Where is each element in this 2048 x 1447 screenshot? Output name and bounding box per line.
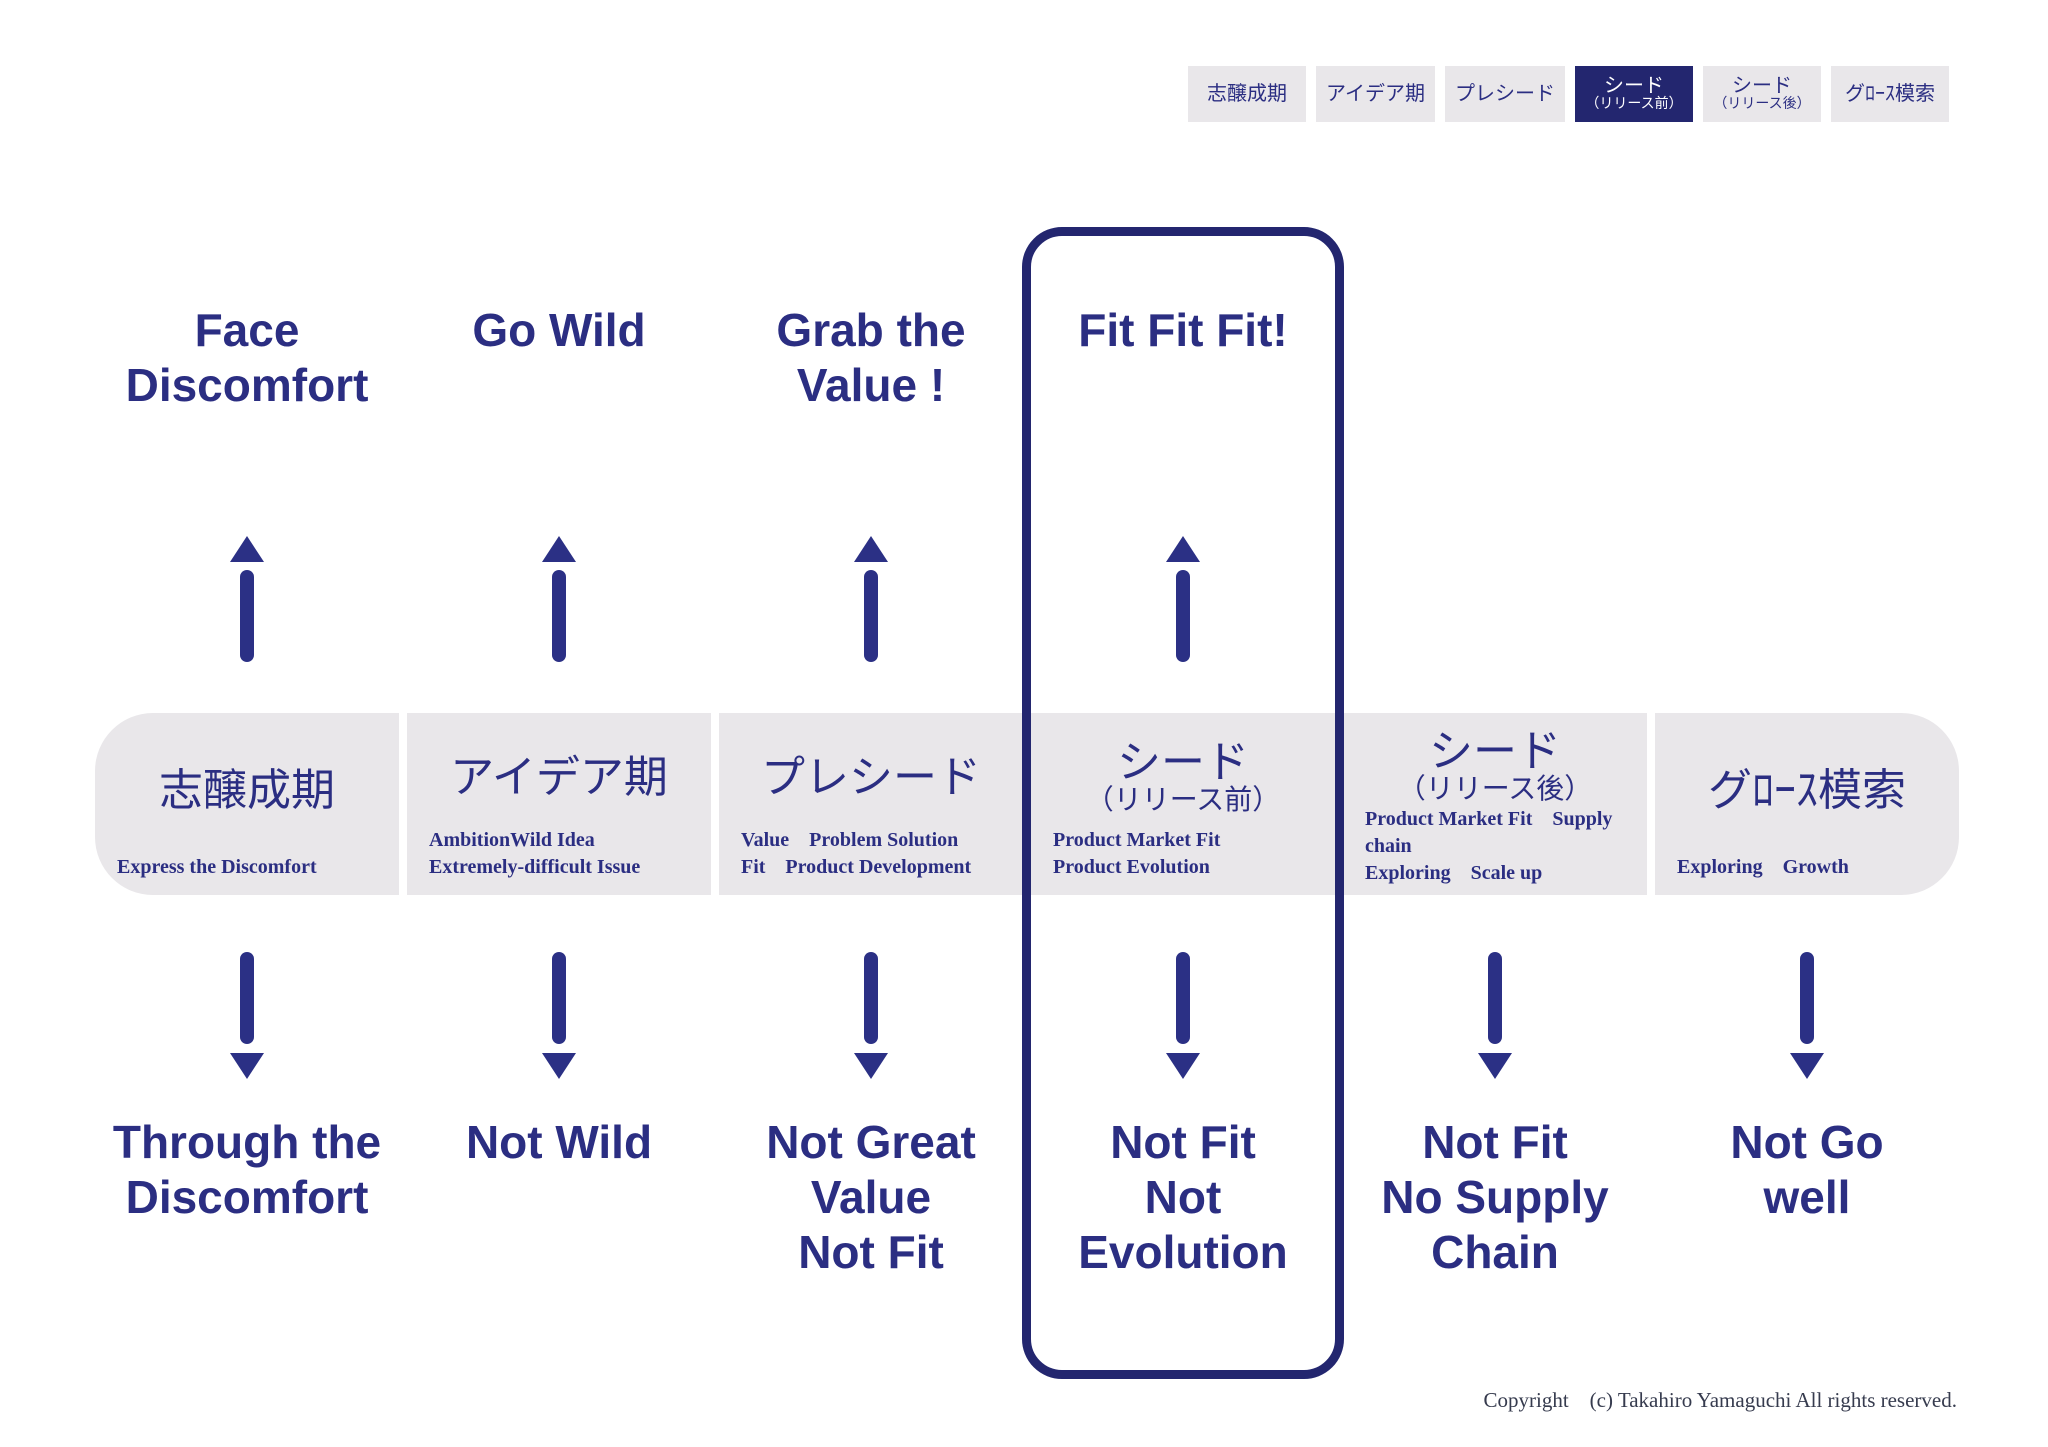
success-label: Face Discomfort [125,304,369,412]
stage-column-idea: Go Wild アイデア期 AmbitionWild Idea Extremel… [407,0,711,1447]
tab-sublabel: （リリース前） [1585,97,1683,113]
copyright-text: Copyright (c) Takahiro Yamaguchi All rig… [1483,1388,1957,1412]
failure-label: Through the Discomfort [112,1116,382,1224]
stage-keywords: Product Market Fit Supply chain Explorin… [1365,807,1613,884]
tab-seed-pre-release[interactable]: シード （リリース前） [1575,66,1693,122]
stage-title: シード [1117,737,1249,787]
stage-keywords: Exploring Growth [1677,856,1849,878]
tab-sublabel: （リリース後） [1713,97,1811,113]
stage-card: プレシード Value Problem Solution Fit Product… [719,713,1023,895]
stage-column-shijouseiki: Face Discomfort 志醸成期 Express the Discomf… [95,0,399,1447]
up-arrow-icon [854,536,888,662]
down-arrow-icon [542,952,576,1079]
tab-label: アイデア期 [1326,82,1425,105]
stage-title: シード [1429,727,1561,776]
stage-title: グﾛｰｽ模索 [1708,766,1906,816]
stage-title: アイデア期 [450,752,668,802]
tab-preseed[interactable]: プレシード [1445,66,1565,122]
tab-label: 志醸成期 [1207,82,1287,105]
tab-label: シード [1604,74,1664,97]
stage-column-preseed: Grab the Value ! プレシード Value Problem Sol… [719,0,1023,1447]
tab-seed-post-release[interactable]: シード （リリース後） [1703,66,1821,122]
down-arrow-icon [230,952,264,1079]
success-label: Go Wild [472,304,646,356]
tab-label: プレシード [1455,82,1555,105]
failure-label: Not Fit Not Evolution [1078,1116,1288,1279]
failure-label: Not Fit No Supply Chain [1381,1116,1609,1279]
up-arrow-icon [1166,536,1200,662]
stage-keywords: Product Market Fit Product Evolution [1053,829,1221,878]
stage-card: 志醸成期 Express the Discomfort [95,713,399,895]
tab-label: シード [1732,74,1792,97]
stage-keywords: Express the Discomfort [117,856,317,878]
success-label: Grab the Value ! [776,304,966,412]
tab-growth[interactable]: グﾛｰｽ模索 [1831,66,1949,122]
stage-card: シード （リリース前） Product Market Fit Product E… [1031,713,1335,895]
tab-idea[interactable]: アイデア期 [1316,66,1435,122]
failure-label: Not Great Value Not Fit [766,1116,976,1279]
stage-title-note: （リリース前） [1085,784,1281,816]
stage-title: 志醸成期 [159,766,335,816]
stage-title: プレシード [761,752,981,802]
up-arrow-icon [542,536,576,662]
down-arrow-icon [1790,952,1824,1079]
stage-column-seed-pre-release: Fit Fit Fit! シード （リリース前） Product Market … [1031,0,1335,1447]
success-label: Fit Fit Fit! [1078,304,1288,356]
tab-label: グﾛｰｽ模索 [1845,82,1935,105]
stage-title-note: （リリース後） [1397,774,1593,806]
down-arrow-icon [854,952,888,1079]
down-arrow-icon [1478,952,1512,1079]
stage-keywords: AmbitionWild Idea Extremely-difficult Is… [429,829,641,878]
stage-keywords: Value Problem Solution Fit Product Devel… [741,829,972,878]
failure-label: Not Wild [465,1116,653,1168]
stage-card: アイデア期 AmbitionWild Idea Extremely-diffic… [407,713,711,895]
stage-column-seed-post-release: シード （リリース後） Product Market Fit Supply ch… [1343,0,1647,1447]
failure-label: Not Go well [1730,1116,1884,1224]
stage-card: シード （リリース後） Product Market Fit Supply ch… [1343,713,1647,895]
up-arrow-icon [230,536,264,662]
tab-shijouseiki[interactable]: 志醸成期 [1188,66,1306,122]
stage-tabs: 志醸成期 アイデア期 プレシード シード （リリース前） シード （リリース後）… [1188,66,1949,122]
stage-card: グﾛｰｽ模索 Exploring Growth [1655,713,1959,895]
stage-column-growth: グﾛｰｽ模索 Exploring Growth Not Go well [1655,0,1959,1447]
down-arrow-icon [1166,952,1200,1079]
